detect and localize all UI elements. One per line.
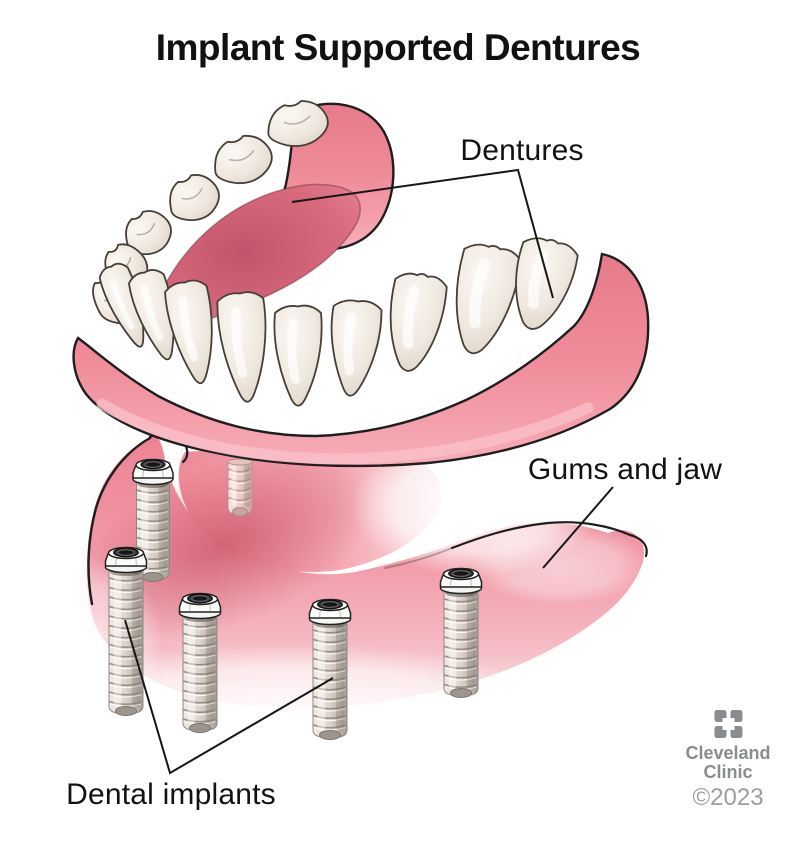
dental-implant — [439, 567, 483, 698]
jaw-right-crest-fade — [384, 547, 453, 569]
denture-gum-highlight — [96, 398, 594, 465]
credit-org-line1: Cleveland — [685, 743, 771, 763]
tooth — [515, 237, 579, 330]
denture-gum-base — [72, 252, 650, 468]
leader-line-gums-and-jaw — [542, 486, 614, 569]
leader-line-dental-implants — [124, 619, 334, 775]
dental-implant — [104, 546, 148, 716]
credit-copyright: ©2023 — [692, 783, 764, 811]
jaw-right-crest-outline — [450, 521, 648, 558]
tooth — [330, 299, 383, 397]
tooth — [164, 279, 213, 385]
tooth — [273, 304, 323, 407]
denture-graphic — [72, 100, 650, 468]
dental-implant — [178, 592, 222, 733]
credit-org-line2: Clinic — [703, 761, 753, 782]
label-dentures: Dentures — [460, 134, 584, 167]
tooth — [125, 210, 172, 256]
tooth — [214, 134, 273, 185]
credit-org-name: Cleveland Clinic — [685, 744, 770, 782]
jaw-body — [86, 435, 645, 708]
leader-lines — [124, 168, 614, 775]
tooth — [169, 174, 220, 221]
page-title: Implant Supported Dentures — [155, 27, 641, 68]
tooth — [455, 243, 523, 355]
denture-front-teeth — [98, 237, 579, 407]
leader-line-dentures — [291, 168, 554, 299]
label-gums-and-jaw: Gums and jaw — [527, 453, 723, 486]
dental-implants-graphic — [104, 458, 483, 740]
jaw-highlight-2 — [470, 525, 650, 605]
dental-implant — [308, 598, 352, 740]
label-dental-implants: Dental implants — [66, 778, 276, 811]
cleveland-clinic-credit: Cleveland Clinic ©2023 — [685, 709, 771, 811]
implant-post — [227, 458, 253, 517]
jaw-left-outline — [87, 436, 152, 606]
tooth — [267, 100, 329, 147]
cleveland-clinic-logo-icon — [713, 710, 742, 738]
tooth — [389, 272, 448, 372]
tooth — [216, 291, 267, 403]
